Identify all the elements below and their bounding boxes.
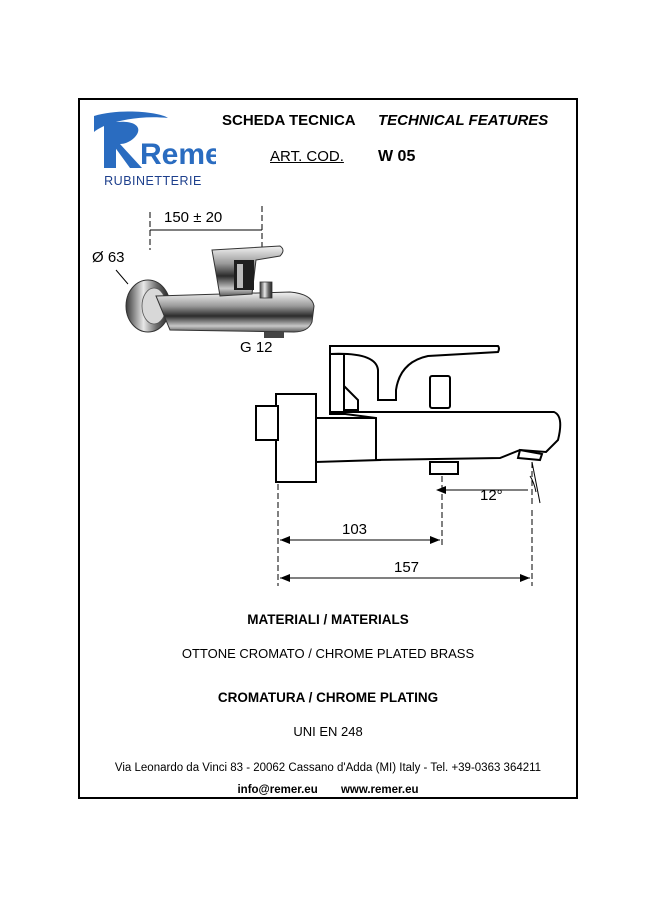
technical-drawing: 150 ± 20 Ø 63 G 12 bbox=[92, 206, 562, 586]
width-range-label: 150 ± 20 bbox=[164, 209, 222, 226]
thread-label: G 12 bbox=[240, 339, 273, 356]
article-label: ART. COD. bbox=[270, 148, 344, 165]
length-157-label: 157 bbox=[394, 559, 419, 576]
plating-value: UNI EN 248 bbox=[293, 724, 363, 739]
footer-links: info@remer.eu www.remer.eu bbox=[80, 784, 576, 796]
title-english: TECHNICAL FEATURES bbox=[378, 112, 549, 129]
title-italian: SCHEDA TECNICA bbox=[222, 112, 356, 129]
mixer-line-drawing bbox=[255, 345, 562, 483]
footer-address: Via Leonardo da Vinci 83 - 20062 Cassano… bbox=[114, 762, 542, 774]
mixer-photo: G 12 bbox=[125, 245, 315, 356]
dimension-103: 103 bbox=[277, 476, 443, 586]
article-code: W 05 bbox=[378, 148, 416, 165]
dimension-diameter: Ø 63 bbox=[92, 249, 129, 285]
footer-website[interactable]: www.remer.eu bbox=[340, 784, 419, 796]
length-103-label: 103 bbox=[342, 521, 367, 538]
materials-title: MATERIALI / MATERIALS bbox=[247, 612, 409, 627]
footer-email[interactable]: info@remer.eu bbox=[237, 784, 318, 796]
materials-value: OTTONE CROMATO / CHROME PLATED BRASS bbox=[181, 646, 475, 661]
plating-title: CROMATURA / CHROME PLATING bbox=[217, 690, 439, 705]
brand-subtitle: RUBINETTERIE bbox=[104, 174, 202, 188]
dimension-157: 157 bbox=[280, 510, 533, 586]
brand-name: Remer bbox=[140, 138, 216, 171]
angle-label: 12° bbox=[480, 487, 503, 504]
remer-logo: Remer RUBINETTERIE bbox=[90, 110, 216, 190]
technical-sheet: Remer RUBINETTERIE SCHEDA TECNICA TECHNI… bbox=[78, 98, 578, 799]
remer-logo-graphic: Remer bbox=[94, 111, 216, 171]
diameter-label: Ø 63 bbox=[92, 249, 125, 266]
dimension-width: 150 ± 20 bbox=[149, 206, 263, 250]
dimension-angle: 12° bbox=[436, 461, 541, 505]
